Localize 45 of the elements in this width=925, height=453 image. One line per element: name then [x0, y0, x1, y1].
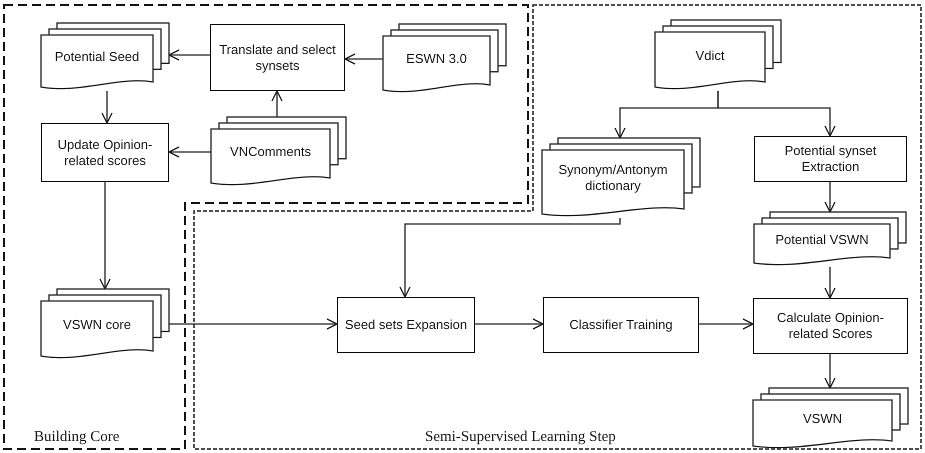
group-label: Building Core [34, 429, 120, 446]
process-box [753, 298, 908, 354]
arrow [824, 354, 836, 389]
process-box [210, 24, 345, 91]
node-label: Synonym/Antonym dictionary [557, 162, 669, 194]
process-box [543, 297, 699, 353]
node-label: Potential synset Extraction [784, 143, 878, 175]
node-label: VSWN [802, 411, 843, 427]
node-label: VNComments [229, 144, 312, 160]
node-label: Seed sets Expansion [344, 317, 468, 333]
document-stack [211, 117, 346, 187]
document-stack [383, 24, 506, 94]
document-stack [41, 289, 169, 360]
arrow [99, 182, 111, 290]
process-box [754, 136, 907, 182]
arrow [169, 318, 338, 330]
arrow [271, 90, 283, 117]
document-stack [753, 388, 908, 450]
arrow [344, 53, 383, 65]
arrow [101, 91, 113, 124]
node-label: Classifier Training [568, 317, 674, 333]
node-label: VSWN core [62, 316, 132, 332]
process-box [41, 123, 169, 182]
arrow [824, 267, 836, 299]
node-label: Translate and select synsets [218, 42, 337, 74]
arrow [824, 182, 836, 213]
arrow [399, 218, 621, 298]
process-box [337, 297, 475, 353]
node-label: ESWN 3.0 [405, 51, 468, 67]
document-stack [542, 138, 700, 218]
document-stack [41, 23, 169, 91]
dashed-group-frame [194, 5, 921, 449]
arrow [168, 146, 211, 158]
node-label: Calculate Opinion-related Scores [776, 310, 885, 342]
arrow [475, 318, 544, 330]
document-stack [754, 212, 906, 267]
arrow [699, 318, 754, 330]
node-label: Vdict [694, 48, 726, 64]
group-label: Semi-Supervised Learning Step [425, 429, 616, 446]
arrow [717, 91, 836, 137]
node-label: Update Opinion-related scores [56, 136, 154, 168]
node-label: Potential VSWN [774, 232, 870, 248]
node-label: Potential Seed [54, 49, 140, 65]
document-stack [655, 20, 781, 91]
arrow [168, 49, 210, 61]
